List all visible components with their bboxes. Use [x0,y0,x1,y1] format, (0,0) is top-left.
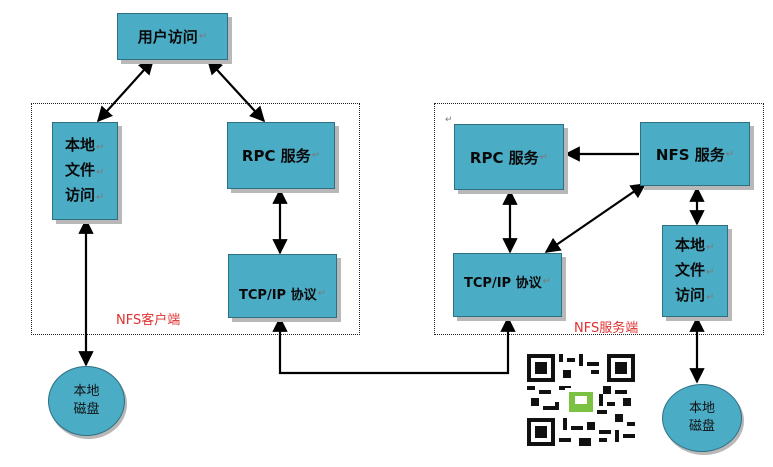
qr-code-image [527,354,635,446]
paragraph-mark: ↵ [445,115,453,125]
client-local-file-box: 本地↵ 文件↵ 访问↵ [52,122,118,220]
server-disk-line-2: 磁盘 [688,419,715,434]
server-rpc-box: RPC 服务↵ [454,124,564,190]
client-local-file-line-3: 访问 [65,185,96,204]
client-rpc-box: RPC 服务↵ [227,122,335,189]
user-access-box: 用户访问↵ [117,13,228,60]
client-disk: 本地 磁盘 [48,366,125,436]
client-local-file-line-2: 文件 [65,160,96,179]
server-tcp-box: TCP/IP 协议↵ [453,253,562,317]
client-zone [31,103,360,335]
server-local-file-line-3: 访问 [675,285,706,304]
client-disk-line-1: 本地 [73,384,100,399]
server-local-file-box: 本地↵ 文件↵ 访问↵ [662,225,728,317]
client-tcp-label: TCP/IP 协议 [239,287,317,303]
server-local-file-line-1: 本地 [675,235,706,254]
server-rpc-label: RPC 服务 [469,148,539,167]
client-zone-label: NFS客户端 [116,313,181,328]
arrow-client-tcp-to-server-tcp [272,316,516,375]
server-disk: 本地 磁盘 [662,384,742,452]
arrow-user-to-local-file [96,58,155,123]
client-disk-line-2: 磁盘 [73,402,100,417]
server-disk-line-1: 本地 [688,401,715,416]
server-tcp-label: TCP/IP 协议 [464,275,542,291]
arrow-user-to-rpc [206,58,266,123]
user-access-label: 用户访问 [137,28,198,46]
server-zone [434,103,764,335]
client-tcp-box: TCP/IP 协议↵ [228,254,337,318]
arrow-nfs-to-tcp [544,183,647,253]
client-local-file-line-1: 本地 [65,135,96,154]
server-nfs-label: NFS 服务 [655,145,725,164]
server-nfs-box: NFS 服务↵ [640,122,750,186]
server-zone-label: NFS服务端 [574,321,639,336]
client-rpc-label: RPC 服务 [241,147,311,165]
server-local-file-line-2: 文件 [675,260,706,279]
